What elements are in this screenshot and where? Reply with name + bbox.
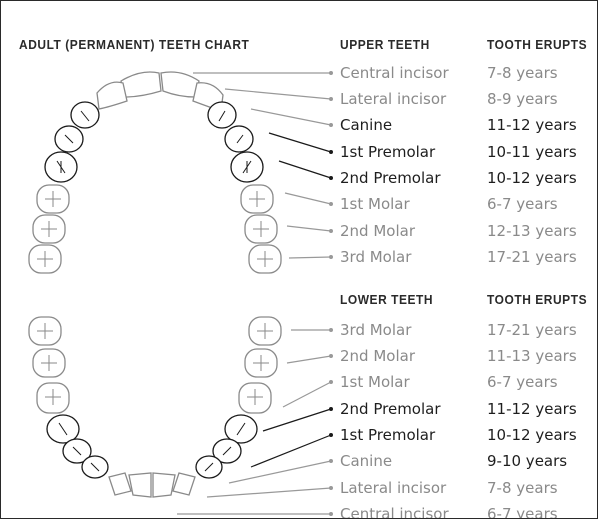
tooth-name: 1st Molar (340, 193, 410, 215)
leader-dots (329, 71, 333, 516)
erupt-years: 10-11 years (487, 141, 577, 163)
tooth-name: 2nd Molar (340, 345, 415, 367)
erupt-years: 11-12 years (487, 114, 577, 136)
erupt-years: 10-12 years (487, 424, 577, 446)
lower-lateral-incisor-right (173, 473, 195, 495)
erupt-years: 12-13 years (487, 220, 577, 242)
upper-central-incisor-right (161, 72, 199, 97)
erupt-years: 17-21 years (487, 246, 577, 268)
tooth-name: Lateral incisor (340, 477, 446, 499)
tooth-name: 3rd Molar (340, 246, 411, 268)
erupt-years: 6-7 years (487, 371, 558, 393)
erupt-years: 6-7 years (487, 193, 558, 215)
erupt-years: 7-8 years (487, 477, 558, 499)
lower-central-incisor-right (153, 473, 175, 497)
tooth-name: 1st Molar (340, 371, 410, 393)
upper-lateral-incisor-left (97, 82, 127, 109)
lower-lateral-incisor-left (109, 473, 131, 495)
erupt-years: 17-21 years (487, 319, 577, 341)
tooth-name: 2nd Molar (340, 220, 415, 242)
erupt-years: 6-7 years (487, 503, 558, 519)
tooth-name: 1st Premolar (340, 141, 435, 163)
erupt-years: 9-10 years (487, 450, 567, 472)
tooth-name: Central incisor (340, 503, 449, 519)
upper-canine-left (71, 102, 99, 128)
erupt-years: 11-13 years (487, 345, 577, 367)
tooth-name: 3rd Molar (340, 319, 411, 341)
tooth-name: Central incisor (340, 62, 449, 84)
upper-canine-right (208, 102, 236, 128)
lower-central-incisor-left (129, 473, 151, 497)
upper-central-incisor-left (121, 72, 161, 97)
upper-1st-premolar-right (225, 126, 253, 152)
tooth-name: Canine (340, 450, 392, 472)
tooth-name: Lateral incisor (340, 88, 446, 110)
lower-arch (29, 317, 281, 497)
tooth-name: 2nd Premolar (340, 398, 441, 420)
upper-arch (29, 72, 281, 273)
tooth-name: Canine (340, 114, 392, 136)
tooth-name: 1st Premolar (340, 424, 435, 446)
erupt-years: 8-9 years (487, 88, 558, 110)
erupt-years: 7-8 years (487, 62, 558, 84)
tooth-name: 2nd Premolar (340, 167, 441, 189)
erupt-years: 10-12 years (487, 167, 577, 189)
erupt-years: 11-12 years (487, 398, 577, 420)
